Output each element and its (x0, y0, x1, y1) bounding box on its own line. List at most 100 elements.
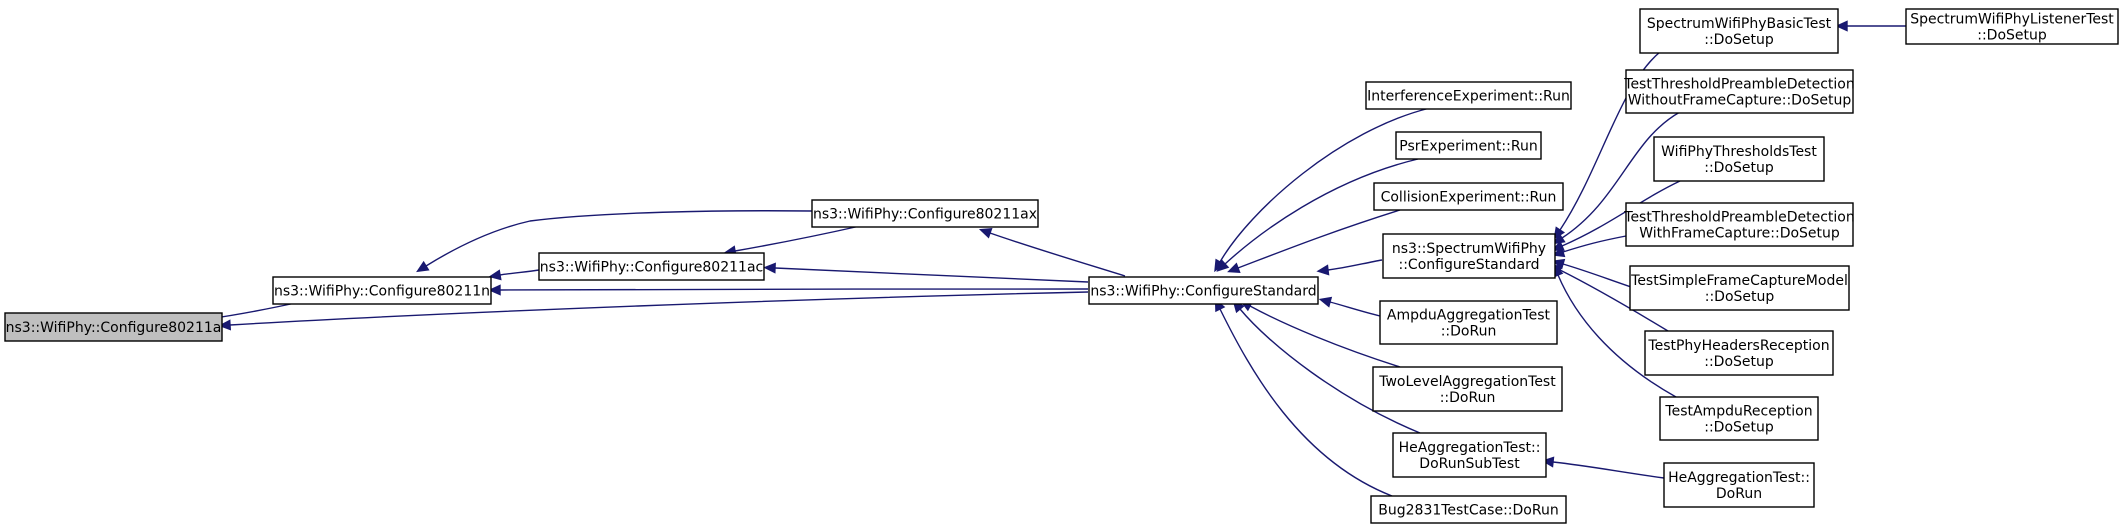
node-box (1639, 8, 1839, 54)
graph-node-n10[interactable]: TwoLevelAggregationTest::DoRun (1372, 366, 1563, 412)
edge-n9-to-n4 (1318, 296, 1381, 317)
graph-node-n7[interactable]: CollisionExperiment::Run (1373, 182, 1564, 211)
graph-node-n13[interactable]: SpectrumWifiPhyBasicTest::DoSetup (1639, 8, 1839, 54)
node-box (1659, 396, 1819, 441)
graph-node-n8[interactable]: ns3::SpectrumWifiPhy::ConfigureStandard (1382, 233, 1556, 279)
edge-n7-to-n4 (1227, 209, 1401, 273)
node-box (1392, 432, 1547, 478)
edge-line (1249, 305, 1401, 368)
edge-arrowhead (1835, 20, 1848, 32)
edge-line (1219, 308, 1393, 497)
node-label-line: ::ConfigureStandard (1399, 257, 1540, 273)
node-label-line: ::DoSetup (1977, 28, 2047, 44)
graph-node-n14[interactable]: TestThresholdPreambleDetectionWithoutFra… (1623, 69, 1855, 114)
node-label-line: ::DoSetup (1704, 354, 1774, 370)
node-label-line: ::DoSetup (1704, 420, 1774, 436)
edge-arrowhead (416, 260, 430, 273)
edge-n3-to-n1 (416, 210, 813, 273)
node-label-line: ::DoRun (1440, 390, 1496, 406)
graph-node-n3[interactable]: ns3::WifiPhy::Configure80211ax (811, 199, 1039, 228)
graph-node-n15[interactable]: WifiPhyThresholdsTest::DoSetup (1653, 136, 1825, 182)
graph-node-n20[interactable]: HeAggregationTest::DoRun (1663, 462, 1815, 508)
node-label-line: ns3::WifiPhy::ConfigureStandard (1090, 284, 1316, 300)
graph-node-n11[interactable]: HeAggregationTest::DoRunSubTest (1392, 432, 1547, 478)
edge-n3-to-n2 (723, 225, 861, 257)
edge-line (989, 232, 1126, 277)
edge-n2-to-n1 (488, 269, 540, 281)
graph-node-n2[interactable]: ns3::WifiPhy::Configure80211ac (538, 252, 765, 281)
edge-line (1224, 158, 1419, 265)
graph-node-n19[interactable]: TestAmpduReception::DoSetup (1659, 396, 1819, 441)
node-label-line: SpectrumWifiPhyListenerTest (1910, 12, 2114, 28)
edge-n17-to-n8 (1551, 258, 1641, 291)
node-box (538, 252, 765, 281)
node-label-line: TestThresholdPreambleDetection (1623, 210, 1854, 226)
node-box (1382, 233, 1556, 279)
node-label-line: ns3::WifiPhy::Configure80211a (6, 320, 222, 336)
edge-line (1239, 308, 1421, 434)
node-label-line: HeAggregationTest:: (1668, 470, 1810, 486)
edge-line (1559, 269, 1669, 332)
node-box (1370, 495, 1567, 524)
edge-arrowhead (1318, 296, 1333, 308)
node-label-line: SpectrumWifiPhyBasicTest (1647, 16, 1832, 32)
graph-node-n1[interactable]: ns3::WifiPhy::Configure80211n (272, 276, 492, 305)
graph-node-n16[interactable]: TestThresholdPreambleDetectionWithFrameC… (1623, 202, 1855, 247)
edge-line (1329, 301, 1381, 317)
edge-arrowhead (488, 269, 502, 281)
node-box (1365, 81, 1572, 110)
edge-arrowhead (763, 262, 776, 274)
node-label-line: TestAmpduReception (1664, 404, 1812, 420)
node-label-line: ::DoSetup (1705, 289, 1775, 305)
edge-line (229, 291, 1089, 326)
node-box (272, 276, 492, 305)
edge-line (1561, 111, 1681, 239)
edge-line (774, 267, 1089, 283)
edge-line (425, 210, 813, 267)
node-label-line: DoRun (1716, 486, 1762, 502)
edge-arrowhead (218, 319, 232, 331)
edge-line (1557, 274, 1677, 398)
graph-node-n4[interactable]: ns3::WifiPhy::ConfigureStandard (1088, 276, 1319, 305)
node-label-line: TestSimpleFrameCaptureModel (1630, 273, 1848, 289)
node-label-line: TestPhyHeadersReception (1647, 338, 1829, 354)
node-label-line: TestThresholdPreambleDetection (1623, 77, 1854, 93)
edge-line (1561, 180, 1681, 247)
node-label-line: ::DoRun (1441, 324, 1497, 340)
graph-node-n18[interactable]: TestPhyHeadersReception::DoSetup (1644, 330, 1834, 376)
edge-line (1237, 209, 1401, 269)
edge-line (499, 288, 1089, 291)
node-label-line: WifiPhyThresholdsTest (1661, 144, 1817, 160)
edge-n20-to-n11 (1541, 456, 1665, 479)
edge-n8-to-n4 (1316, 259, 1383, 276)
node-label-line: DoRunSubTest (1419, 456, 1520, 472)
edge-n4-to-n2 (763, 262, 1089, 283)
node-label-line: HeAggregationTest:: (1399, 440, 1541, 456)
node-label-line: ns3::WifiPhy::Configure80211ac (540, 260, 763, 276)
graph-node-n9[interactable]: AmpduAggregationTest::DoRun (1379, 300, 1558, 345)
edge-line (1552, 461, 1665, 479)
node-label-line: TwoLevelAggregationTest (1378, 374, 1556, 390)
graph-node-n17[interactable]: TestSimpleFrameCaptureModel::DoSetup (1629, 265, 1850, 311)
node-label-line: ::DoSetup (1704, 32, 1774, 48)
edge-n4-to-n0 (218, 291, 1089, 331)
graph-node-n5[interactable]: InterferenceExperiment::Run (1365, 81, 1572, 110)
edge-line (734, 225, 861, 252)
node-label-line: InterferenceExperiment::Run (1367, 89, 1570, 105)
node-label-line: AmpduAggregationTest (1387, 308, 1551, 324)
edge-arrowhead (1216, 259, 1230, 272)
edge-line (499, 269, 540, 276)
node-label-line: ns3::SpectrumWifiPhy (1392, 241, 1546, 257)
graph-node-n6[interactable]: PsrExperiment::Run (1395, 131, 1542, 160)
graph-node-n0[interactable]: ns3::WifiPhy::Configure80211a (4, 312, 223, 342)
node-box (1629, 265, 1850, 311)
edge-n21-to-n13 (1835, 20, 1906, 32)
node-box (1395, 131, 1542, 160)
graph-node-n21[interactable]: SpectrumWifiPhyListenerTest::DoSetup (1905, 8, 2119, 45)
edge-n4-to-n3 (978, 227, 1126, 277)
edge-arrowhead (1551, 246, 1566, 258)
graph-edges (196, 20, 1906, 497)
graph-node-n12[interactable]: Bug2831TestCase::DoRun (1370, 495, 1567, 524)
edge-n4-to-n1 (488, 284, 1089, 296)
